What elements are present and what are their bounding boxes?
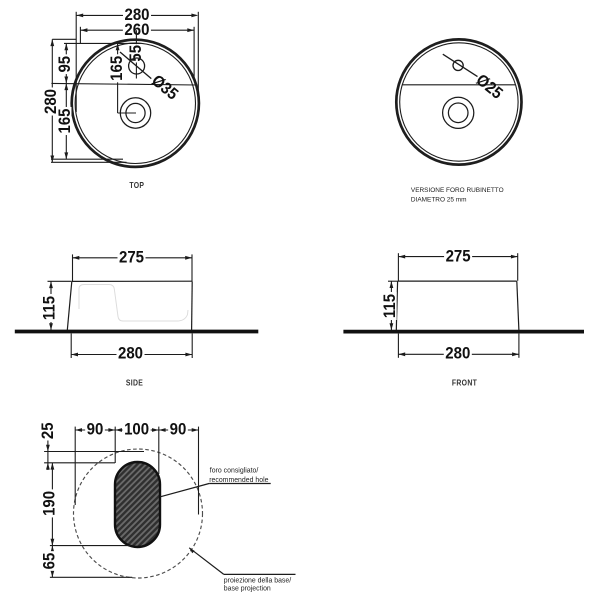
svg-text:base projection: base projection [224, 584, 271, 592]
svg-text:foro consigliato/: foro consigliato/ [210, 466, 259, 474]
svg-text:VERSIONE FORO RUBINETTO: VERSIONE FORO RUBINETTO [411, 187, 504, 194]
svg-text:90: 90 [87, 421, 104, 439]
svg-text:25: 25 [39, 422, 57, 439]
svg-text:recommended hole: recommended hole [209, 476, 268, 484]
svg-text:280: 280 [124, 7, 149, 25]
svg-text:275: 275 [119, 249, 144, 267]
svg-text:90: 90 [170, 421, 187, 439]
svg-text:proiezione della base/: proiezione della base/ [224, 576, 291, 584]
svg-text:DIAMETRO 25 mm: DIAMETRO 25 mm [411, 196, 467, 203]
svg-text:SIDE: SIDE [126, 378, 143, 388]
svg-text:55: 55 [127, 45, 145, 62]
svg-text:95: 95 [56, 56, 74, 73]
svg-text:275: 275 [446, 248, 471, 266]
svg-text:TOP: TOP [129, 180, 144, 190]
svg-text:280: 280 [445, 345, 470, 363]
svg-text:165: 165 [108, 56, 126, 81]
svg-text:100: 100 [124, 421, 149, 439]
svg-text:115: 115 [41, 296, 59, 320]
svg-text:260: 260 [124, 21, 149, 39]
svg-text:165: 165 [56, 108, 74, 133]
svg-text:115: 115 [382, 294, 400, 318]
svg-text:280: 280 [42, 89, 60, 114]
svg-text:190: 190 [41, 491, 59, 516]
svg-text:65: 65 [41, 552, 59, 569]
svg-text:280: 280 [118, 345, 143, 363]
svg-text:FRONT: FRONT [452, 378, 477, 388]
